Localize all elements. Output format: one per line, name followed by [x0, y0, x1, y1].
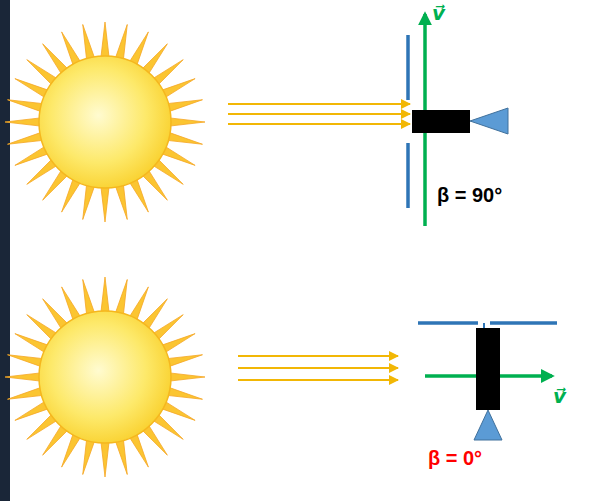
satellite-body: [412, 110, 470, 133]
sun: [5, 277, 205, 477]
light-ray: [228, 123, 410, 125]
solar-panel: [406, 143, 410, 208]
light-ray: [238, 379, 398, 381]
edge-strip: [0, 0, 10, 501]
angle-label: β = 0°: [428, 447, 482, 469]
light-ray: [238, 355, 398, 357]
solar-panel: [418, 321, 478, 325]
sun-disk: [39, 56, 171, 188]
sunlight-rays: [228, 104, 410, 380]
light-ray: [238, 367, 398, 369]
sun-disk: [39, 311, 171, 443]
sensor-cone: [470, 108, 508, 134]
solar-panel: [490, 321, 557, 325]
satellite-body: [476, 328, 500, 410]
light-ray: [228, 103, 410, 105]
sun: [5, 22, 205, 222]
velocity-label: v⃗: [432, 2, 445, 24]
panel-mount: [483, 323, 485, 328]
velocity-label: v⃗: [553, 385, 566, 407]
light-ray: [228, 113, 410, 115]
angle-label: β = 90°: [437, 184, 502, 206]
solar-panel: [406, 35, 410, 100]
sensor-cone: [474, 410, 502, 440]
